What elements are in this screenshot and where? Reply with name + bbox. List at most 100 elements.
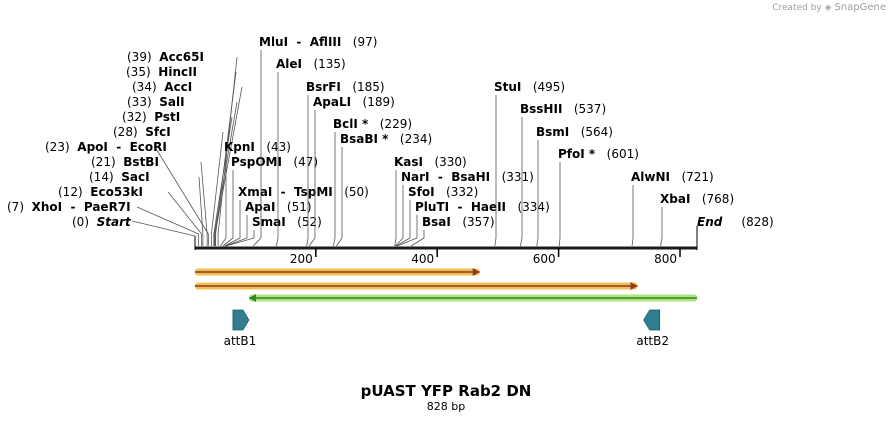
- site-position: (229): [380, 117, 412, 131]
- restriction-site[interactable]: PspOMI (47): [222, 155, 318, 247]
- restriction-site[interactable]: (12) Eco53kI: [58, 185, 203, 246]
- site-position: (50): [344, 185, 369, 199]
- site-tick: [536, 237, 539, 247]
- site-tick: [395, 237, 404, 247]
- spacer: [70, 140, 78, 154]
- spacer: [435, 185, 446, 199]
- site-position: (14): [89, 170, 114, 184]
- site-label: (39) Acc65I: [127, 50, 204, 64]
- site-connector: [217, 56, 238, 235]
- site-label: NarI - BsaHI (331): [401, 170, 534, 184]
- orf-feature-arrow[interactable]: [249, 294, 698, 302]
- restriction-site[interactable]: ApaLI (189): [308, 95, 395, 247]
- site-enzyme-name: PluTI: [415, 200, 449, 214]
- spacer: [506, 200, 517, 214]
- site-connector: [198, 176, 204, 235]
- restriction-site[interactable]: SmaI (52): [225, 215, 322, 247]
- site-label: KasI (330): [394, 155, 467, 169]
- restriction-site[interactable]: (35) HincII: [126, 65, 237, 246]
- site-isoschizomer-name: EcoRI: [130, 140, 167, 154]
- restriction-site[interactable]: (21) BstBI: [91, 155, 208, 246]
- restriction-site[interactable]: BssHII (537): [519, 102, 606, 247]
- spacer: [157, 80, 165, 94]
- restriction-site[interactable]: PfoI * (601): [558, 147, 639, 247]
- site-tick: [308, 237, 316, 247]
- site-position: (35): [126, 65, 151, 79]
- site-enzyme-name: BsrFI: [306, 80, 341, 94]
- restriction-site[interactable]: BsrFI (185): [306, 80, 385, 247]
- restriction-site[interactable]: BsmI (564): [536, 125, 613, 247]
- separator: -: [288, 35, 310, 49]
- att-site-feature[interactable]: attB2: [636, 309, 669, 348]
- restriction-site[interactable]: StuI (495): [494, 80, 565, 247]
- att-site-feature[interactable]: attB1: [224, 309, 257, 348]
- snapgene-logo-icon: ◈: [824, 3, 832, 13]
- spacer: [562, 102, 573, 116]
- site-tick: [660, 237, 663, 247]
- spacer: [302, 57, 313, 71]
- restriction-site[interactable]: (7) XhoI - PaeR7I: [7, 200, 200, 246]
- site-connector: [167, 191, 202, 235]
- restriction-site[interactable]: BclI * (229): [333, 117, 412, 247]
- spacer: [368, 117, 379, 131]
- site-label: (35) HincII: [126, 65, 197, 79]
- spacer: [275, 200, 286, 214]
- restriction-site[interactable]: NarI - BsaHI (331): [395, 170, 534, 247]
- restriction-site[interactable]: SfoI (332): [395, 185, 478, 247]
- restriction-site[interactable]: AleI (135): [275, 57, 346, 247]
- site-tick: [225, 237, 255, 247]
- restriction-site[interactable]: (23) ApoI - EcoRI: [45, 140, 209, 246]
- restriction-site[interactable]: KpnI (43): [220, 140, 291, 247]
- site-label: BssHII (537): [520, 102, 606, 116]
- att-sites: attB1 attB2: [224, 309, 669, 348]
- orf-feature-arrow[interactable]: [195, 282, 638, 290]
- site-position: (23): [45, 140, 70, 154]
- restriction-site[interactable]: BsaI (357): [410, 215, 495, 247]
- site-position: (97): [353, 35, 378, 49]
- restriction-site[interactable]: (39) Acc65I: [127, 50, 238, 246]
- site-label: PspOMI (47): [231, 155, 318, 169]
- restriction-site[interactable]: XbaI (768): [660, 192, 734, 247]
- restriction-site[interactable]: PluTI - HaeII (334): [396, 200, 550, 247]
- map-length: 828 bp: [426, 400, 466, 413]
- site-position: (332): [446, 185, 478, 199]
- site-position: (28): [113, 125, 138, 139]
- spacer: [114, 170, 122, 184]
- separator: -: [430, 170, 452, 184]
- site-tick: [519, 237, 523, 247]
- restriction-site[interactable]: (14) SacI: [89, 170, 204, 246]
- restriction-site[interactable]: MluI - AflIII (97): [252, 35, 378, 247]
- axis-tick-label: 400: [411, 252, 434, 266]
- site-enzyme-name: SfoI: [408, 185, 435, 199]
- restriction-site[interactable]: KasI (330): [394, 155, 467, 247]
- site-position: (135): [313, 57, 345, 71]
- arrowhead-icon: [472, 268, 480, 276]
- sequence-backbone: [195, 246, 697, 250]
- restriction-site[interactable]: (34) AccI: [132, 80, 243, 246]
- site-position: (495): [533, 80, 565, 94]
- axis-tick-label: 800: [654, 252, 677, 266]
- site-connector: [210, 131, 224, 235]
- att-site-label: attB1: [224, 334, 257, 348]
- spacer: [282, 155, 293, 169]
- restriction-site[interactable]: (28) SfcI: [113, 125, 224, 246]
- axis-tick-label: 600: [533, 252, 556, 266]
- site-label: SfoI (332): [408, 185, 478, 199]
- restriction-site[interactable]: ApaI (51): [225, 200, 312, 247]
- site-label: BsrFI (185): [306, 80, 385, 94]
- site-label: KpnI (43): [224, 140, 291, 154]
- spacer: [83, 185, 91, 199]
- spacer: [351, 95, 362, 109]
- restriction-site[interactable]: BsaBI * (234): [336, 132, 432, 247]
- site-enzyme-name: BclI *: [333, 117, 369, 131]
- separator: -: [449, 200, 471, 214]
- orf-feature-arrow[interactable]: [195, 268, 480, 276]
- site-label: (28) SfcI: [113, 125, 171, 139]
- site-tick: [306, 237, 309, 247]
- site-enzyme-name: BsaI: [422, 215, 451, 229]
- spacer: [152, 95, 160, 109]
- site-position: (234): [400, 132, 432, 146]
- restriction-site[interactable]: AlwNI (721): [631, 170, 714, 247]
- end-name: Start: [97, 215, 132, 229]
